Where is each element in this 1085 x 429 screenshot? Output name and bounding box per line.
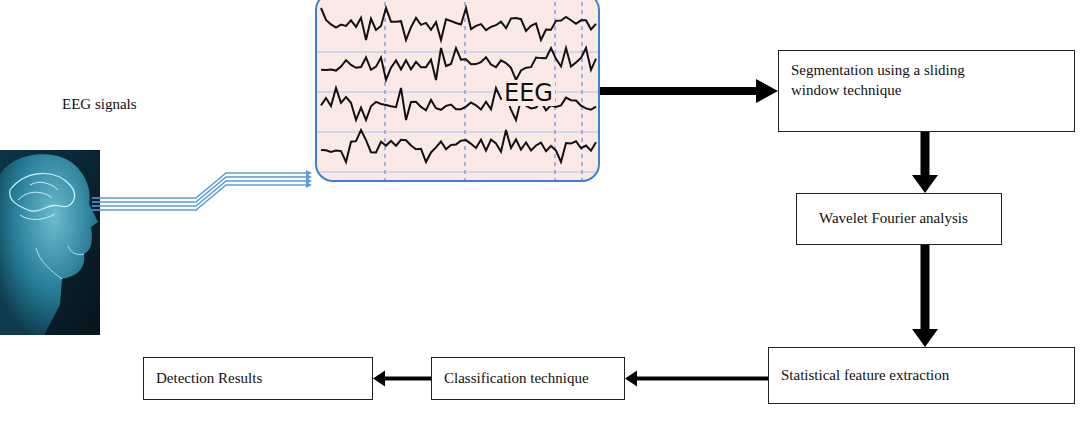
signal-wires bbox=[92, 170, 312, 210]
box-label: Detection Results bbox=[156, 369, 262, 389]
signal-label: EEG signals bbox=[62, 96, 137, 113]
grid-line bbox=[317, 172, 600, 173]
flow-arrow bbox=[600, 87, 756, 95]
eeg-panel: EEG bbox=[315, 0, 600, 182]
signal-wire bbox=[92, 185, 306, 210]
process-box: Classification technique bbox=[431, 357, 625, 400]
box-label: Wavelet Fourier analysis bbox=[819, 209, 968, 229]
time-marker bbox=[581, 0, 583, 182]
grid-line bbox=[317, 92, 600, 93]
flow-arrow bbox=[637, 377, 768, 381]
box-label: Segmentation using a sliding window tech… bbox=[791, 61, 991, 100]
process-box: Statistical feature extraction bbox=[768, 347, 1075, 404]
flow-arrow bbox=[385, 377, 431, 381]
box-label: Statistical feature extraction bbox=[781, 366, 949, 386]
result-box: Detection Results bbox=[143, 357, 373, 400]
process-box: Wavelet Fourier analysis bbox=[796, 193, 1002, 245]
process-box: Segmentation using a sliding window tech… bbox=[778, 50, 1075, 132]
flow-arrow bbox=[921, 132, 930, 175]
time-marker bbox=[464, 0, 466, 182]
eeg-trace bbox=[321, 8, 596, 40]
wire-arrowhead bbox=[306, 182, 312, 188]
eeg-trace bbox=[321, 130, 596, 162]
head-illustration bbox=[0, 150, 100, 335]
eeg-trace bbox=[321, 48, 596, 80]
flow-arrow bbox=[921, 245, 930, 329]
eeg-traces bbox=[317, 0, 600, 182]
time-marker bbox=[384, 0, 386, 182]
box-label: Classification technique bbox=[444, 369, 589, 389]
panel-title: EEG bbox=[502, 80, 555, 106]
